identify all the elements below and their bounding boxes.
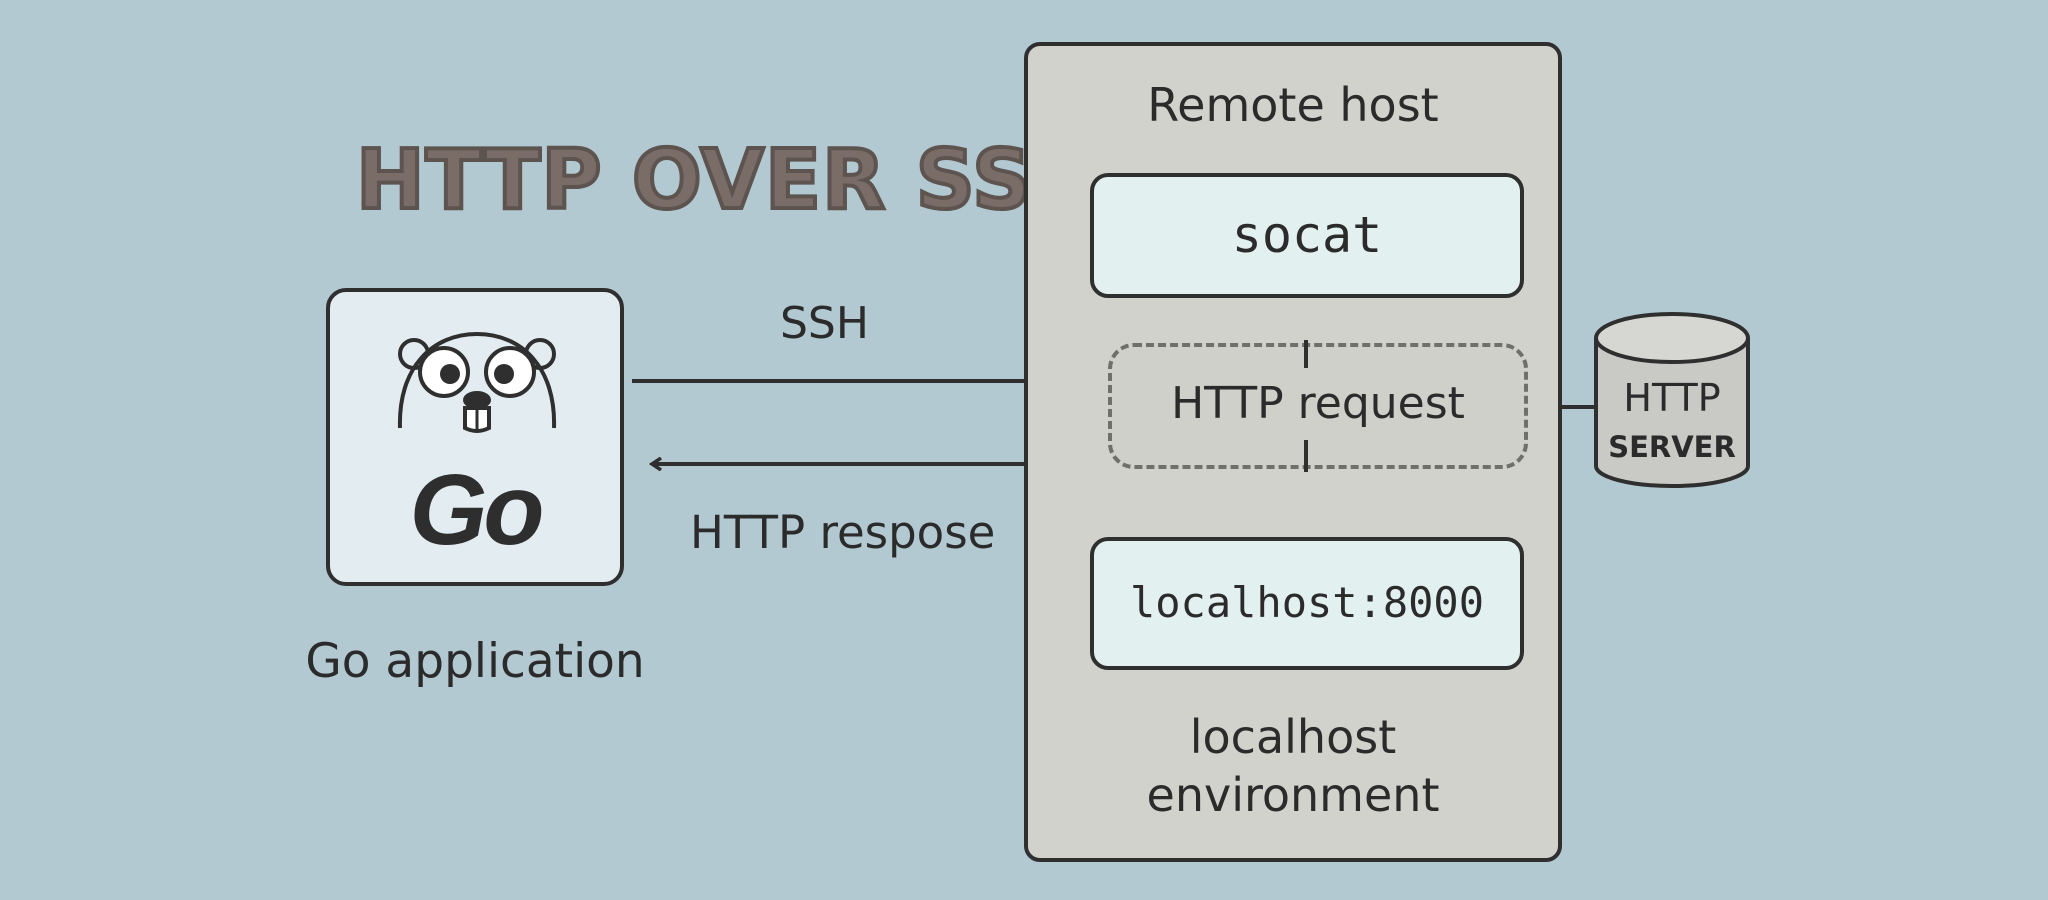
- env-label-line2: environment: [1146, 768, 1440, 822]
- gopher-icon: [397, 331, 557, 433]
- socat-box: [1090, 173, 1524, 298]
- database-cylinder-icon: [1594, 312, 1750, 488]
- http-request-box: [1108, 343, 1528, 469]
- localhost-box: [1090, 537, 1524, 670]
- ssh-label: SSH: [780, 298, 869, 349]
- go-application-box: Go: [326, 288, 624, 586]
- remote-host-title: Remote host: [1147, 78, 1439, 132]
- socat-label: socat: [1231, 206, 1383, 264]
- http-response-label: HTTP respose: [690, 506, 996, 559]
- page-title: HTTP OVER SSH: [354, 133, 1103, 228]
- localhost-label: localhost:8000: [1129, 578, 1484, 627]
- http-server-label-line2: SERVER: [1608, 430, 1736, 464]
- env-label-line1: localhost: [1189, 710, 1397, 764]
- go-logo-text: Go: [409, 454, 545, 566]
- localhost-environment-label: localhost environment: [1024, 708, 1562, 824]
- http-request-label: HTTP request: [1171, 378, 1465, 429]
- go-application-caption: Go application: [305, 634, 645, 689]
- http-server-label-line1: HTTP: [1623, 376, 1721, 420]
